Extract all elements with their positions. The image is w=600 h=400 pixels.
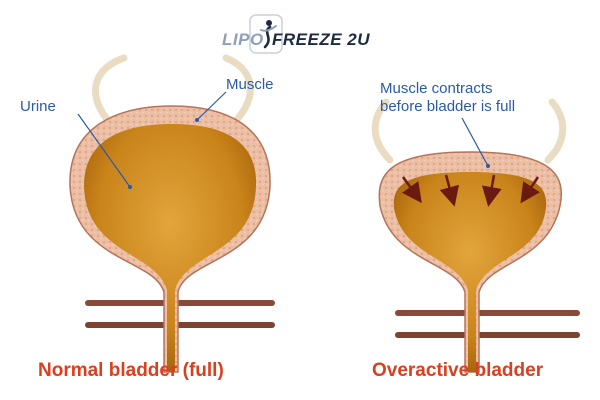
- label-before-bladder-full: before bladder is full: [380, 98, 516, 115]
- caption-normal-bladder: Normal bladder (full): [38, 360, 224, 381]
- label-urine: Urine: [20, 98, 56, 115]
- overactive-bladder: [371, 98, 580, 373]
- figure-logo-icon: [249, 14, 283, 54]
- contraction-arrow: [401, 176, 422, 204]
- contraction-arrow: [520, 176, 540, 204]
- ligament-left: [92, 54, 128, 129]
- ligament-left: [371, 98, 394, 164]
- leader-line-muscle: [196, 91, 227, 121]
- ligament-right: [544, 98, 567, 164]
- logo-text-lipo: LIPO: [222, 30, 264, 49]
- label-muscle-contracts: Muscle contracts: [380, 80, 493, 97]
- vessel: [395, 310, 580, 316]
- urine-fill: [393, 172, 547, 372]
- leader-line-contracts: [461, 117, 489, 167]
- urine-fill: [84, 124, 257, 372]
- contraction-arrow: [439, 174, 460, 207]
- brand-logo: LIPO FREEZE 2U: [222, 14, 382, 60]
- logo-text-freeze: FREEZE 2U: [272, 30, 371, 49]
- leader-line-urine: [77, 113, 131, 188]
- caption-overactive-bladder: Overactive bladder: [372, 360, 544, 381]
- normal-bladder: [69, 54, 275, 373]
- vessel: [85, 322, 275, 328]
- label-muscle: Muscle: [226, 76, 274, 93]
- contraction-arrow: [481, 174, 502, 207]
- vessel: [85, 300, 275, 306]
- ligament-right: [222, 54, 254, 129]
- vessel: [395, 332, 580, 338]
